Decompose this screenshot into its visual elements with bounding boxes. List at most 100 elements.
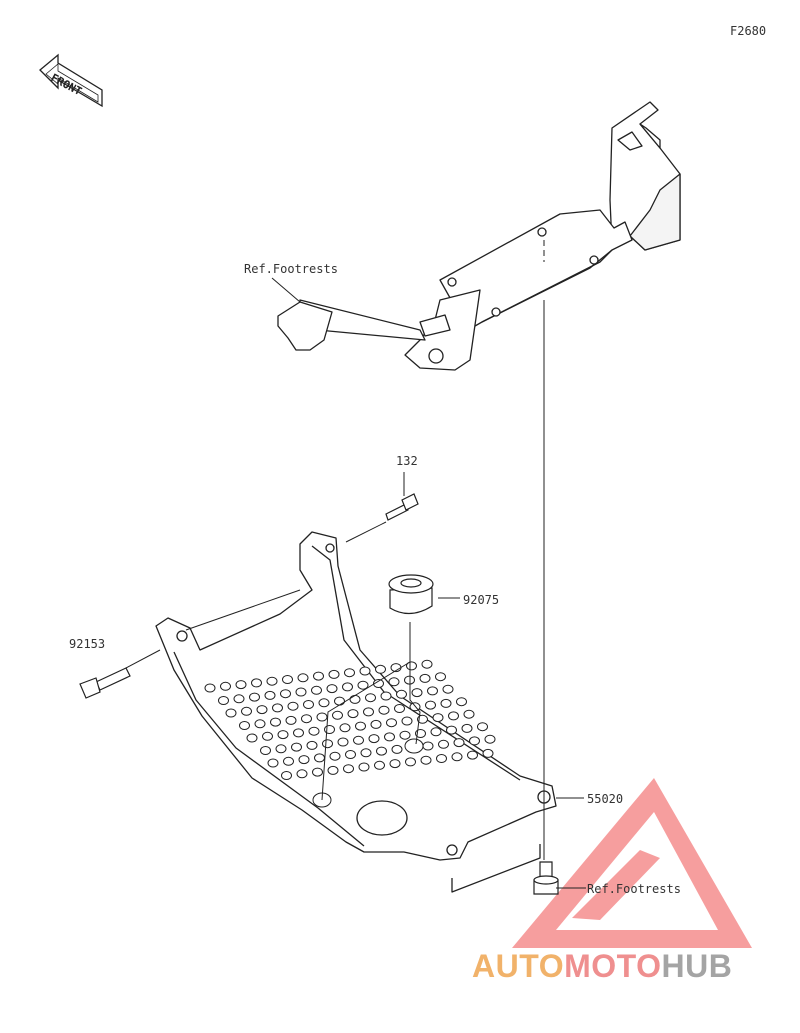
- vent-hole: [272, 703, 283, 713]
- callout-ref-footrests-top[interactable]: Ref.Footrests: [244, 262, 338, 276]
- callout-92075[interactable]: 92075: [463, 593, 500, 607]
- vent-hole: [405, 757, 416, 767]
- vent-hole: [322, 739, 333, 749]
- vent-hole: [334, 696, 345, 706]
- vent-hole: [280, 689, 291, 699]
- vent-hole: [467, 750, 478, 760]
- vent-hole: [313, 671, 324, 681]
- vent-hole: [363, 707, 374, 717]
- callout-ref-footrests-bottom[interactable]: Ref.Footrests: [587, 882, 681, 896]
- vent-hole: [318, 698, 330, 708]
- vent-hole: [266, 676, 278, 686]
- vent-hole: [287, 701, 299, 711]
- vent-hole: [436, 754, 447, 763]
- vent-hole: [204, 683, 216, 693]
- vent-hole: [380, 691, 392, 701]
- vent-hole: [251, 678, 262, 688]
- vent-hole: [342, 682, 353, 692]
- vent-hole: [283, 756, 294, 766]
- vent-hole: [282, 675, 293, 684]
- vent-hole: [316, 712, 328, 722]
- vent-hole: [484, 734, 496, 744]
- vent-hole: [386, 718, 397, 728]
- vent-hole: [293, 728, 304, 738]
- vent-hole: [260, 746, 271, 755]
- vent-hole: [374, 760, 385, 770]
- vent-hole: [233, 694, 245, 704]
- vent-hole: [327, 765, 339, 775]
- vent-hole: [376, 746, 387, 756]
- vent-hole: [375, 664, 386, 674]
- collar-92075: [388, 574, 434, 615]
- vent-hole: [399, 730, 411, 740]
- vent-hole: [264, 690, 276, 700]
- vent-hole: [419, 673, 431, 683]
- vent-hole: [308, 726, 320, 736]
- vent-hole: [425, 700, 436, 710]
- footrest-bracket: [277, 101, 681, 371]
- vent-hole: [275, 744, 287, 754]
- callout-92153[interactable]: 92153: [69, 637, 106, 651]
- vent-hole: [296, 769, 308, 779]
- vent-hole: [359, 666, 371, 676]
- vent-hole: [314, 753, 325, 763]
- vent-hole: [448, 711, 459, 721]
- front-arrow: FRONT: [39, 53, 103, 108]
- vent-hole: [406, 661, 417, 671]
- vent-hole: [456, 697, 467, 707]
- vent-hole: [440, 698, 452, 708]
- leader-lines: [125, 240, 586, 889]
- vent-hole: [324, 725, 335, 734]
- vent-hole: [370, 719, 382, 729]
- figure-code: F2680: [730, 24, 767, 38]
- watermark-part-auto: AUTO: [472, 948, 565, 984]
- vent-hole: [451, 752, 463, 762]
- vent-hole: [353, 735, 364, 745]
- vent-hole: [396, 689, 407, 699]
- vent-hole: [246, 733, 258, 743]
- vent-hole: [285, 715, 297, 725]
- vent-hole: [420, 755, 432, 765]
- vent-hole: [368, 734, 380, 744]
- vent-hole: [332, 710, 343, 720]
- vent-hole: [461, 723, 473, 733]
- vent-hole: [298, 755, 310, 765]
- vent-hole: [427, 686, 438, 696]
- vent-hole: [438, 739, 449, 749]
- vent-hole: [355, 721, 366, 731]
- vent-hole: [401, 716, 413, 726]
- vent-hole: [291, 742, 302, 752]
- vent-hole: [281, 771, 292, 780]
- vent-hole: [389, 759, 401, 769]
- callout-55020[interactable]: 55020: [587, 792, 624, 806]
- vent-hole: [239, 721, 250, 730]
- vent-hole: [339, 723, 351, 733]
- vent-hole: [312, 767, 323, 777]
- vent-hole: [277, 730, 289, 740]
- vent-hole: [349, 694, 361, 704]
- callout-132[interactable]: 132: [396, 454, 418, 468]
- vent-hole: [430, 727, 442, 737]
- vent-hole: [254, 719, 266, 729]
- vent-hole: [417, 714, 428, 724]
- vent-hole: [378, 705, 390, 715]
- vent-hole: [388, 677, 400, 687]
- vent-hole: [391, 744, 403, 754]
- vent-hole: [345, 750, 356, 759]
- vent-hole: [337, 737, 349, 747]
- vent-hole: [326, 684, 338, 694]
- vent-hole: [482, 748, 494, 758]
- vent-hole: [256, 705, 268, 715]
- vent-hole: [249, 692, 260, 702]
- vent-hole: [218, 696, 229, 705]
- vent-hole: [306, 740, 318, 750]
- vent-hole: [235, 680, 247, 690]
- vent-hole: [394, 704, 405, 713]
- bolt-92153: [79, 667, 131, 699]
- mount-hole: [404, 738, 424, 754]
- bolt-132: [385, 493, 419, 521]
- vent-hole: [328, 669, 340, 679]
- watermark-logo: [512, 778, 752, 948]
- vent-hole: [365, 693, 376, 703]
